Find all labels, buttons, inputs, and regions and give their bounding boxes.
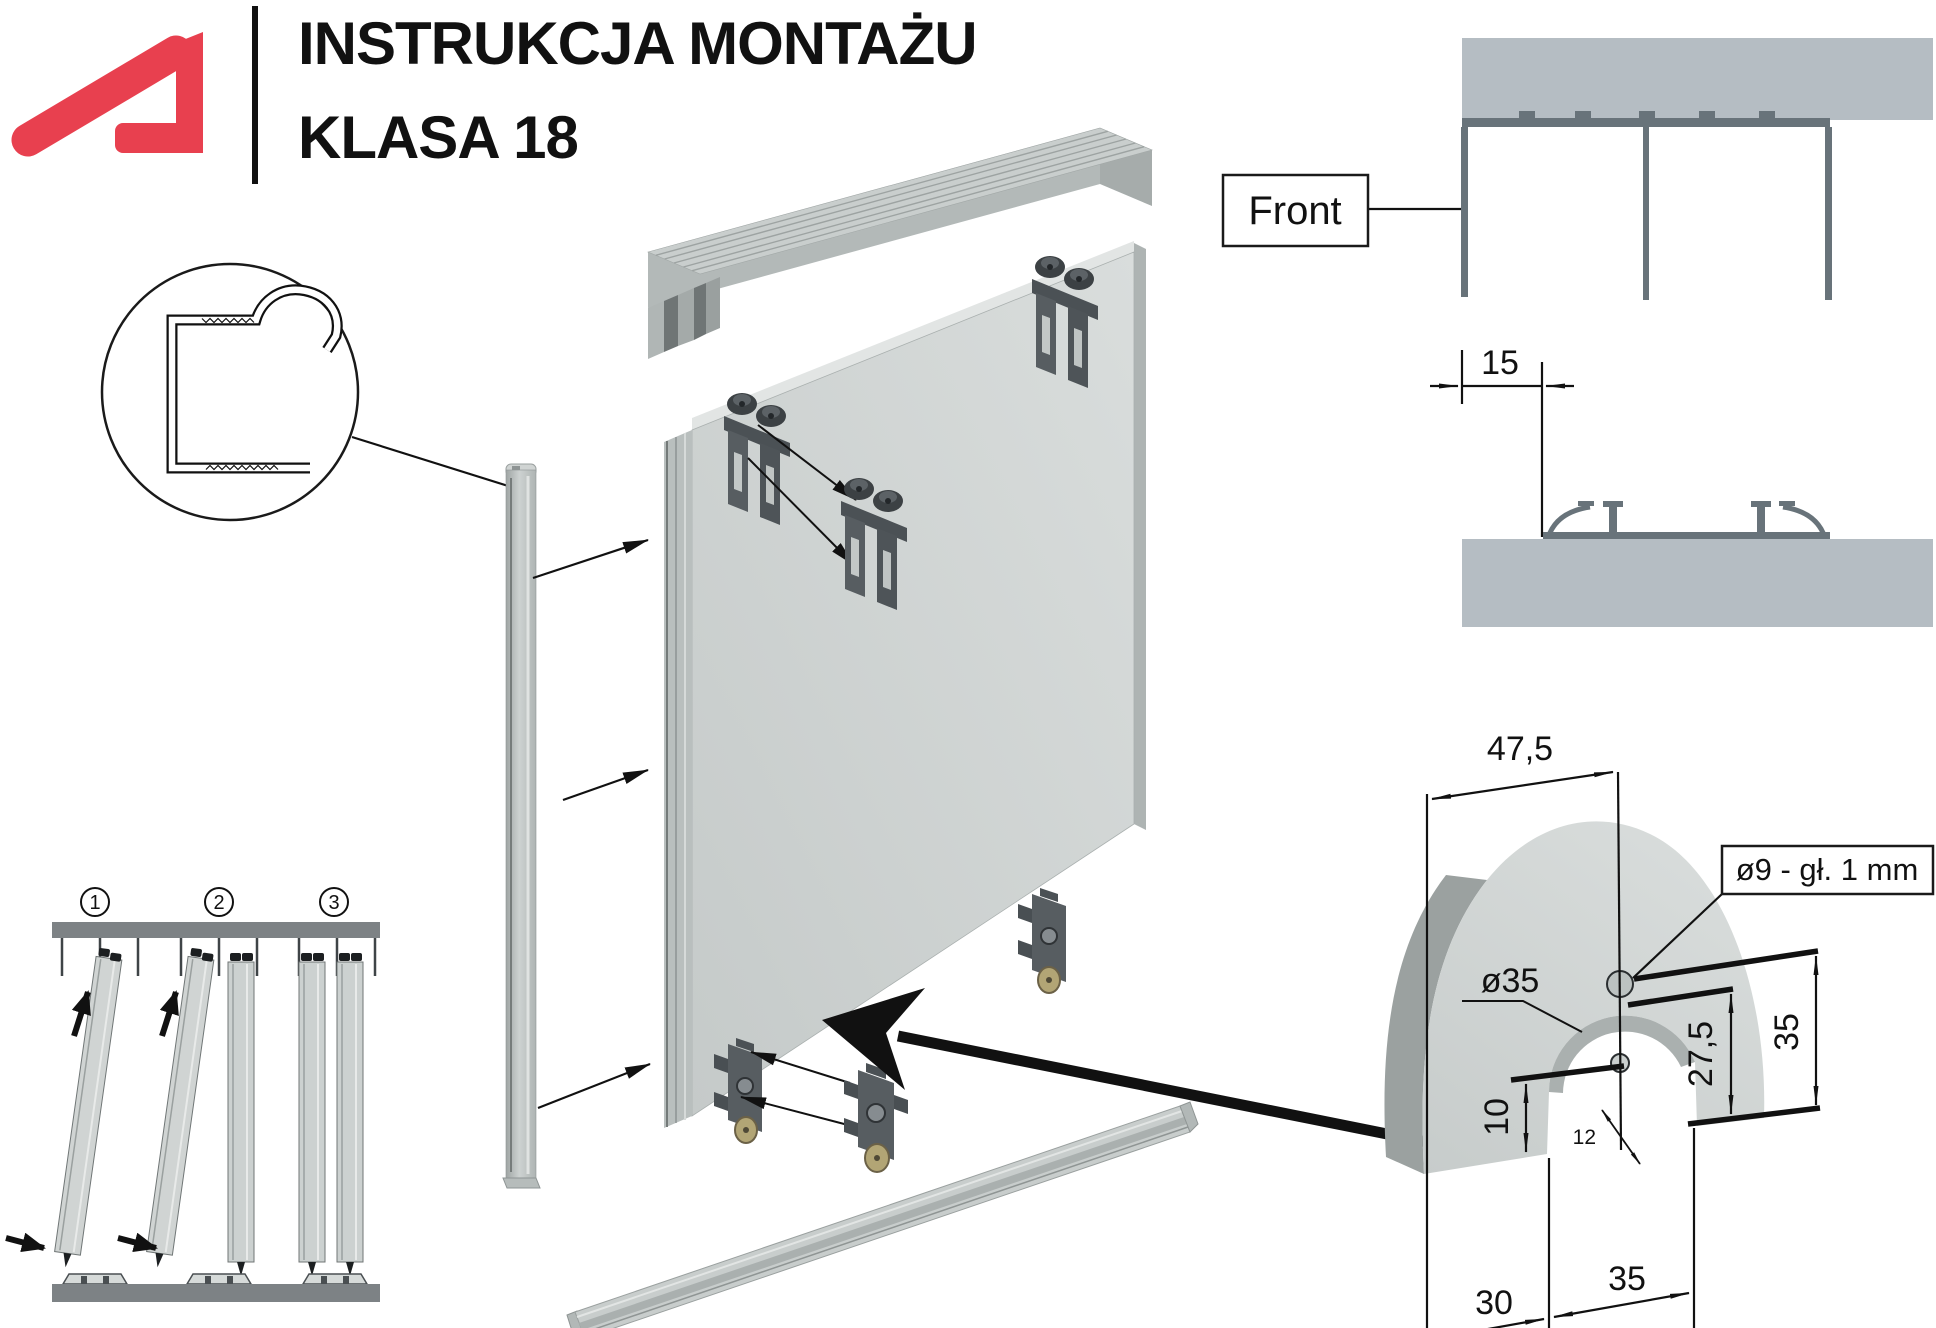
edge-dimension-12: 12 xyxy=(1573,1109,1641,1165)
width-dim-value: 47,5 xyxy=(1487,730,1553,768)
hole-dia-label-35: ø35 xyxy=(1462,962,1583,1033)
clip-motion-arrows xyxy=(740,1051,851,1126)
gap-dimension: 15 xyxy=(1430,344,1574,537)
sequence-top-track xyxy=(52,922,380,938)
step-2-panel-tilted xyxy=(146,948,215,1268)
bottom-left-value: 30 xyxy=(1475,1284,1513,1322)
insert-direction-arrows xyxy=(532,538,651,1110)
inner-height-value: 27,5 xyxy=(1682,1021,1720,1087)
ref-line-bottom xyxy=(1687,1105,1821,1127)
step-1-number: 1 xyxy=(89,892,100,914)
drilling-detail: 47,5 ø9 - gł. 1 mm 35 27,5 10 12 xyxy=(1384,730,1935,1328)
bottom-guide-clip-left xyxy=(714,1038,762,1144)
floor-slab xyxy=(1462,539,1933,627)
hole-dia-value: ø35 xyxy=(1481,962,1540,1000)
arch-cutout-shading xyxy=(1548,1015,1695,1093)
step-2-badge: 2 xyxy=(204,887,234,917)
front-cross-section: Front 15 xyxy=(1221,38,1933,627)
page-subtitle: KLASA 18 xyxy=(298,104,578,171)
insert-arrow-middle xyxy=(562,768,649,802)
width-dimension-47-5: 47,5 xyxy=(1425,730,1623,1328)
hole-note-text: ø9 - gł. 1 mm xyxy=(1736,852,1919,887)
hanger-motion-arrows xyxy=(747,424,857,566)
bottom-right-value: 35 xyxy=(1608,1260,1646,1298)
offset-value: 10 xyxy=(1478,1098,1516,1136)
bottom-dimensions: 30 35 xyxy=(1431,1128,1696,1328)
inner-height-dimension-27-5: 27,5 xyxy=(1682,993,1734,1115)
top-roller-hanger-right xyxy=(1032,256,1098,388)
header-divider xyxy=(252,6,258,184)
step-2-insert-arrow xyxy=(117,1232,158,1253)
top-track-3d xyxy=(647,127,1153,359)
insert-arrow-top xyxy=(532,538,649,580)
sequence-floor-track xyxy=(52,1284,380,1302)
front-label-callout: Front xyxy=(1221,173,1461,248)
step-1-panel-tilted xyxy=(54,948,123,1268)
sequence-floor-rails xyxy=(61,1273,369,1285)
gap-dimension-value: 15 xyxy=(1481,344,1519,382)
detail-pointer-arrow xyxy=(822,988,1434,1149)
step-3-number: 3 xyxy=(328,892,339,914)
side-profile-bar xyxy=(502,463,541,1189)
step-3-panel-second xyxy=(336,953,364,1276)
offset-dimension-10: 10 xyxy=(1478,1083,1529,1153)
ref-line-top xyxy=(1633,948,1819,982)
callout-leader-line xyxy=(351,435,522,492)
door-panel xyxy=(664,241,1146,1128)
step-2-panel-vertical xyxy=(227,953,255,1276)
edge-value: 12 xyxy=(1573,1126,1596,1149)
assembly-sequence: 1 2 3 xyxy=(5,887,380,1302)
panel-edge-profile xyxy=(664,430,692,1128)
panel-thickness-side xyxy=(1384,875,1487,1174)
hole-note-callout: ø9 - gł. 1 mm xyxy=(1632,844,1935,979)
right-height-value: 35 xyxy=(1768,1013,1806,1051)
front-label: Front xyxy=(1248,189,1341,233)
page-title: INSTRUKCJA MONTAŻU xyxy=(298,10,977,77)
hole-note-box xyxy=(1720,844,1935,896)
top-track-section xyxy=(1461,111,1832,300)
bottom-guide-clip-detached xyxy=(844,1063,908,1173)
bottom-guide-clip-right xyxy=(1018,888,1066,994)
panel-corner-fan xyxy=(1422,821,1765,1174)
bottom-track-section xyxy=(1543,501,1830,539)
brand-logo-icon xyxy=(11,32,203,157)
step-3-panel-first xyxy=(298,953,326,1276)
profile-cross-section-icon xyxy=(166,284,343,474)
track-channel-fin xyxy=(648,301,664,359)
top-roller-hanger-left xyxy=(724,393,790,525)
step-1-insert-arrow xyxy=(5,1232,46,1253)
ref-line-left xyxy=(1510,1063,1625,1083)
right-height-dimension-35: 35 xyxy=(1768,955,1819,1106)
bottom-rail-3d xyxy=(566,1101,1199,1328)
ref-line-inner xyxy=(1627,986,1734,1008)
step-1-badge: 1 xyxy=(80,887,110,917)
step-1-lift-arrow xyxy=(71,990,91,1037)
step-2-number: 2 xyxy=(213,892,224,914)
ceiling-slab xyxy=(1462,38,1933,120)
header: INSTRUKCJA MONTAŻU KLASA 18 xyxy=(11,6,978,184)
sequence-track-channels xyxy=(60,938,377,976)
front-label-box xyxy=(1221,173,1370,248)
step-2-lift-arrow xyxy=(159,990,179,1037)
insert-arrow-bottom xyxy=(537,1062,651,1110)
step-3-badge: 3 xyxy=(319,887,349,917)
top-roller-hanger-ghost xyxy=(841,478,907,610)
profile-detail-callout xyxy=(100,262,522,522)
callout-circle xyxy=(100,262,360,522)
